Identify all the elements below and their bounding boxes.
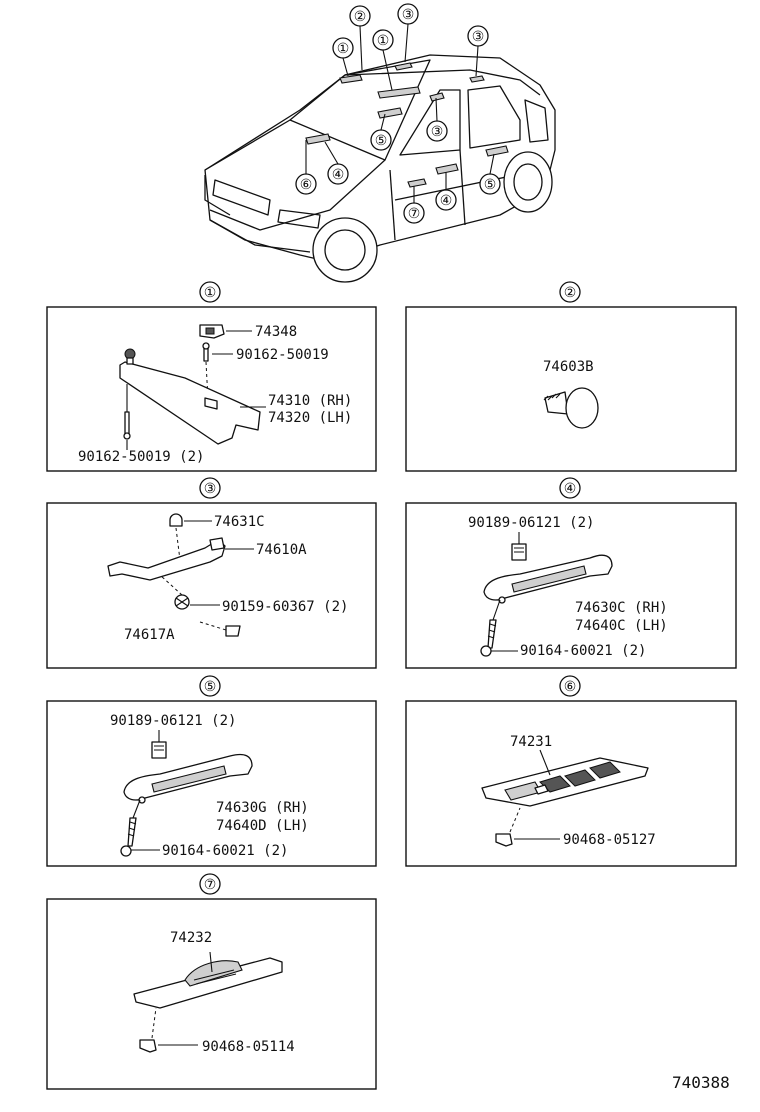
part-number-label: 74232 [170,930,212,946]
panel-7-roof-console: ⑦ 74232 90468-05114 [46,873,377,1090]
part-number-label: 74640C (LH) [575,618,668,634]
panel-3-bracket: ③ 74631C 74610A 90159-60367 (2) 74617A [46,477,377,669]
callout-3a: ③ [397,3,419,63]
callout-4b: ④ [435,172,457,211]
callout-number: ③ [402,7,415,23]
part-number-label: 74348 [255,324,297,340]
callout-number: ⑦ [204,877,217,893]
vehicle-overview: ① ② ① ③ ③ ⑤ ③ [204,3,556,283]
panel-1-sun-visor: ① 74348 90162-50019 74310 (RH) 74320 (LH… [46,281,377,472]
part-number-label: 90468-05127 [563,832,656,848]
callout-number: ④ [440,193,453,209]
part-number-label: 90164-60021 (2) [520,643,646,659]
callout-5b: ⑤ [479,153,501,195]
diagram-code: 740388 [672,1073,730,1092]
part-number-label: 74603B [543,359,594,375]
callout-number: ③ [472,29,485,45]
part-number-label: 90468-05114 [202,1039,295,1055]
part-number-label: 74610A [256,542,307,558]
callout-number: ⑤ [484,177,497,193]
callout-number: ③ [431,124,444,140]
panel-2-clip: ② 74603B [405,281,737,472]
part-number-label: 90162-50019 (2) [78,449,204,465]
callout-6: ⑥ [295,140,317,195]
callout-5a: ⑤ [370,113,392,151]
callout-2: ② [349,5,371,71]
callout-7: ⑦ [403,186,425,224]
callout-number: ④ [332,167,345,183]
part-number-label: 74640D (LH) [216,818,309,834]
panel-5-assist-grip: ⑤ 90189-06121 (2) 74630G (RH) 74640D (LH… [46,675,377,867]
callout-number: ① [204,285,217,301]
part-number-label: 74320 (LH) [268,410,352,426]
panel-4-assist-grip: ④ 90189-06121 (2) 74630C (RH) 74640C (LH… [405,477,737,669]
panel-6-console-box: ⑥ 74231 90468-05127 [405,675,737,867]
callout-number: ⑦ [408,206,421,222]
callout-1a: ① [332,37,354,77]
part-number-label: 74310 (RH) [268,393,352,409]
callout-3b: ③ [467,25,489,77]
callout-number: ⑥ [564,679,577,695]
part-number-label: 90159-60367 (2) [222,599,348,615]
part-number-label: 74631C [214,514,265,530]
part-number-label: 74630G (RH) [216,800,309,816]
callout-number: ⑤ [204,679,217,695]
part-number-label: 90189-06121 (2) [468,515,594,531]
part-number-label: 74231 [510,734,552,750]
callout-number: ② [564,285,577,301]
callout-number: ① [337,41,350,57]
callout-3c: ③ [426,97,448,142]
callout-number: ⑥ [300,177,313,193]
callout-4a: ④ [324,141,349,185]
callout-1b: ① [372,29,394,91]
part-number-label: 90189-06121 (2) [110,713,236,729]
callout-number: ② [354,9,367,25]
part-number-label: 74617A [124,627,175,643]
part-number-label: 90164-60021 (2) [162,843,288,859]
part-number-label: 90162-50019 [236,347,329,363]
part-number-label: 74630C (RH) [575,600,668,616]
callout-number: ③ [204,481,217,497]
callout-number: ④ [564,481,577,497]
callout-number: ① [377,33,390,49]
callout-number: ⑤ [375,133,388,149]
